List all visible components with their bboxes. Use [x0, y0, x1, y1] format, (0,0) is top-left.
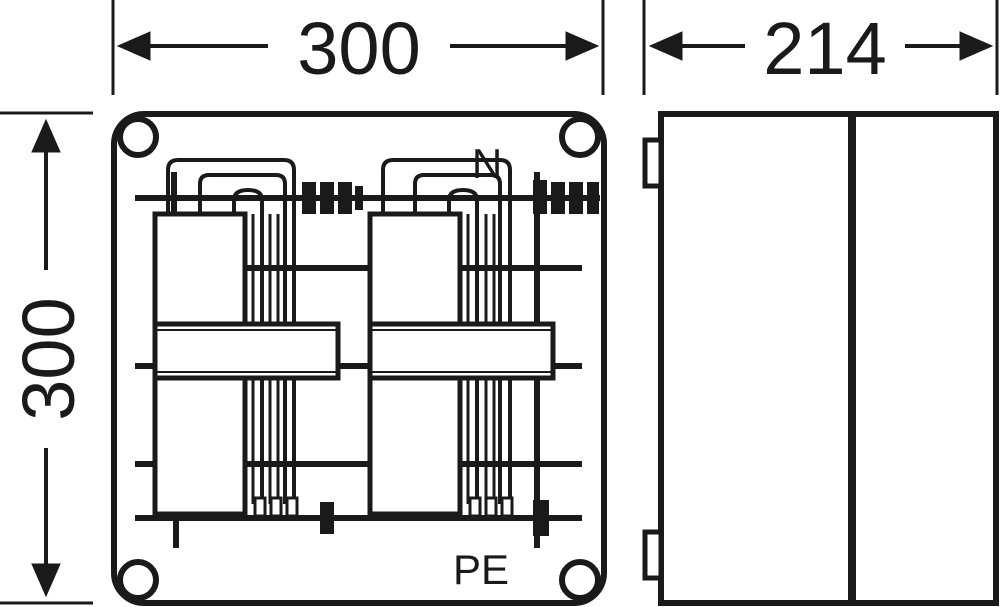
- output-terminals-left: [253, 496, 299, 518]
- wire-loop-inner: [198, 173, 287, 504]
- enclosure-outline: [111, 111, 607, 606]
- corner-screw-bottom-left: [117, 559, 159, 601]
- device-left: [152, 158, 341, 518]
- output-terminals-right: [468, 496, 514, 518]
- device-body-lower: [152, 375, 248, 517]
- side-view: [642, 111, 999, 606]
- side-outline: [658, 111, 999, 606]
- side-depth-dimension: 214: [642, 0, 999, 95]
- front-width-dimension: 300: [111, 0, 605, 95]
- arrowhead-bottom: [31, 563, 61, 598]
- neutral-label: N: [472, 140, 502, 187]
- corner-screw-top-left: [117, 116, 159, 158]
- corner-screw-top-right: [559, 116, 601, 158]
- wire-loop-small: [232, 187, 264, 504]
- corner-screw-bottom-right: [559, 559, 601, 601]
- arrowhead-right: [565, 31, 600, 61]
- arrowhead-left: [648, 31, 683, 61]
- device-body-lower: [367, 375, 463, 517]
- pe-terminal-left: [320, 502, 334, 534]
- pe-label: PE: [453, 546, 509, 593]
- arrowhead-top: [31, 118, 61, 153]
- side-depth-value: 214: [763, 7, 886, 90]
- neutral-terminal-block-left: [302, 182, 363, 214]
- device-right: [367, 158, 556, 518]
- front-width-value: 300: [297, 7, 420, 90]
- wire-loop-inner: [413, 173, 502, 504]
- front-height-value: 300: [7, 297, 90, 420]
- device-body-upper: [367, 211, 463, 327]
- front-height-dimension: 300: [0, 111, 93, 605]
- pe-terminal-right: [533, 500, 549, 536]
- wire-loop-small: [447, 187, 479, 504]
- wire-loop-outer: [166, 158, 296, 504]
- din-rail-cover: [367, 321, 556, 381]
- hinge-bottom: [642, 529, 664, 581]
- hinge-top: [642, 137, 664, 189]
- din-rail-cover: [152, 321, 341, 381]
- front-view: N PE: [111, 111, 607, 606]
- arrowhead-left: [116, 31, 151, 61]
- device-body-upper: [152, 211, 248, 327]
- wire-loop-outer: [381, 158, 512, 504]
- arrowhead-right: [959, 31, 994, 61]
